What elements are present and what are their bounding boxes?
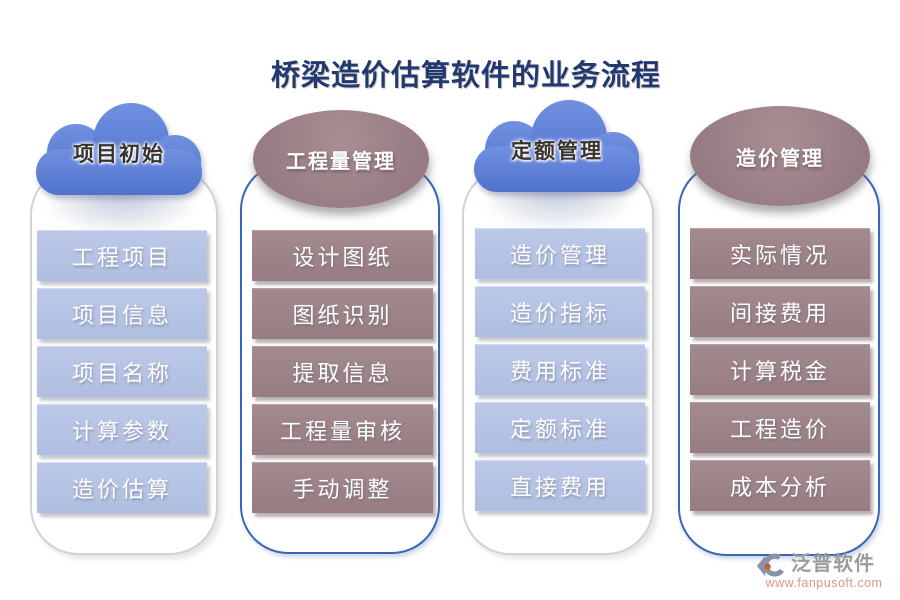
flow-step: 直接费用 xyxy=(475,460,645,511)
flow-step: 造价估算 xyxy=(37,462,207,513)
fanpu-logo-icon xyxy=(756,553,787,577)
flow-step: 造价指标 xyxy=(475,286,645,337)
cloud-reflection xyxy=(44,192,200,234)
cloud-reflection xyxy=(480,188,636,230)
flow-step: 手动调整 xyxy=(252,462,433,513)
cloud-icon xyxy=(36,103,202,195)
column-header-label: 工程量管理 xyxy=(286,148,396,173)
flow-step: 工程项目 xyxy=(37,230,207,281)
column-header-label: 定额管理 xyxy=(511,137,603,163)
cloud-header: 项目初始 xyxy=(34,103,204,195)
brand-logo: 泛普软件 www.fanpusoft.com xyxy=(753,547,895,590)
flow-step: 工程造价 xyxy=(690,402,870,453)
cloud-header: 定额管理 xyxy=(472,100,642,192)
column-quota-management: 定额管理 造价管理 造价指标 费用标准 定额标准 直接费用 xyxy=(462,0,654,600)
flow-step: 成本分析 xyxy=(690,460,870,511)
brand-website: www.fanpusoft.com xyxy=(765,576,883,590)
column-header-label: 项目初始 xyxy=(73,140,165,166)
column-header-label: 造价管理 xyxy=(736,145,824,170)
flow-step: 实际情况 xyxy=(690,228,870,279)
ellipse-header: 工程量管理 xyxy=(253,110,429,208)
column-project-start: 项目初始 工程项目 项目信息 项目名称 计算参数 造价估算 xyxy=(30,0,218,600)
ellipse-header: 造价管理 xyxy=(690,106,870,206)
cloud-icon xyxy=(474,100,640,192)
flow-step: 造价管理 xyxy=(475,228,645,279)
flow-step: 图纸识别 xyxy=(252,288,433,339)
flow-step: 工程量审核 xyxy=(252,404,433,455)
page-title: 桥梁造价估算软件的业务流程 xyxy=(270,58,661,92)
flow-step: 项目信息 xyxy=(37,288,207,339)
flow-step: 间接费用 xyxy=(690,286,870,337)
flow-step: 提取信息 xyxy=(252,346,433,397)
column-cost-management: 造价管理 实际情况 间接费用 计算税金 工程造价 成本分析 xyxy=(678,0,880,600)
flow-step: 定额标准 xyxy=(475,402,645,453)
flow-step: 费用标准 xyxy=(475,344,645,395)
flow-step: 项目名称 xyxy=(37,346,207,397)
flow-step: 计算参数 xyxy=(37,404,207,455)
brand-name: 泛普软件 xyxy=(791,553,875,575)
flow-step: 计算税金 xyxy=(690,344,870,395)
column-quantity-management: 工程量管理 设计图纸 图纸识别 提取信息 工程量审核 手动调整 xyxy=(240,0,440,600)
flow-step: 设计图纸 xyxy=(252,230,433,281)
